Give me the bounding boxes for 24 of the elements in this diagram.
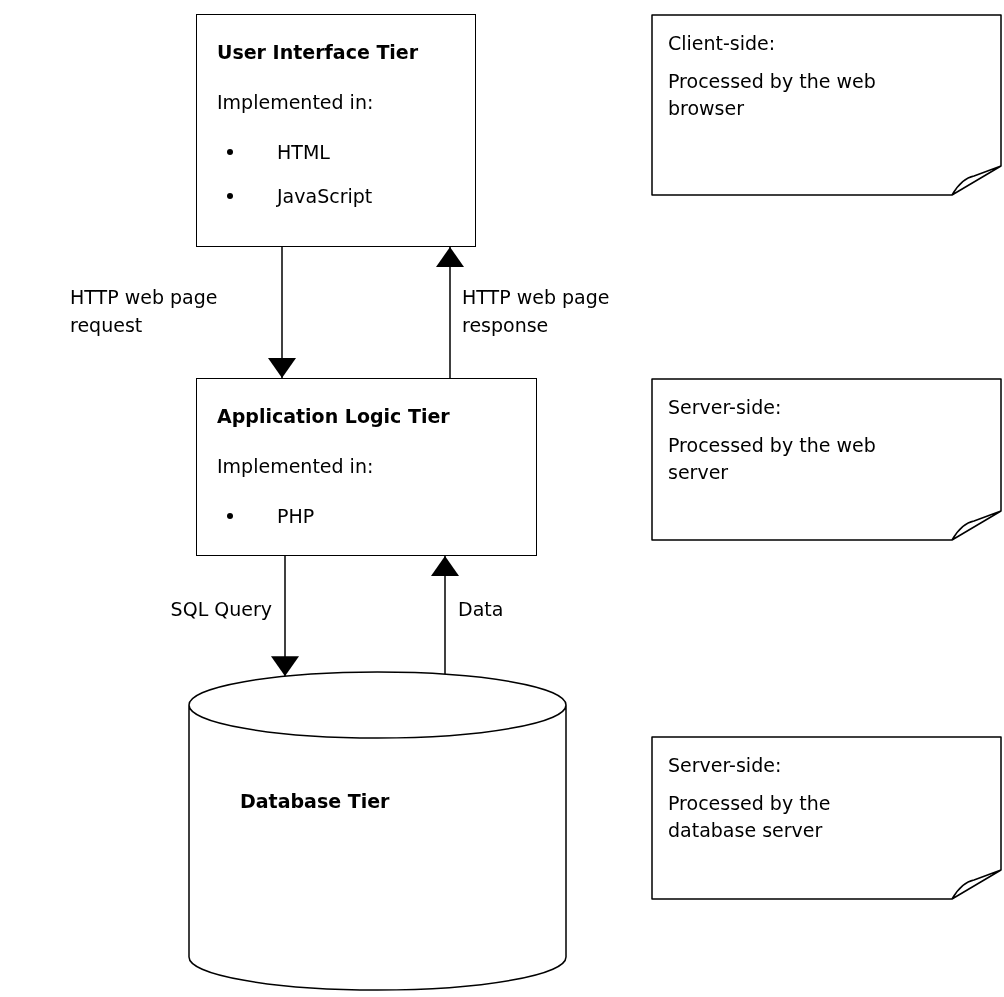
- edge-label: HTTP web page response: [462, 285, 611, 338]
- list-item: PHP: [277, 504, 315, 527]
- tier-text: Implemented in:: [217, 90, 375, 115]
- note-text: Server-side:: [668, 753, 783, 778]
- edge-label: HTTP web page request: [70, 285, 219, 338]
- note-text: Processed by the web server: [668, 432, 877, 486]
- tier-box: [196, 14, 476, 247]
- tier-text: Implemented in:: [217, 454, 375, 479]
- note-text: Client-side:: [668, 31, 777, 56]
- tier-box: [196, 378, 537, 556]
- list-item: HTML: [277, 140, 330, 163]
- arrow: [436, 246, 464, 379]
- note-text: Server-side:: [668, 395, 783, 420]
- note-text: Processed by the web browser: [668, 68, 877, 122]
- arrow: [268, 246, 296, 379]
- arrow: [271, 555, 299, 677]
- note-text: Processed by the database server: [668, 790, 832, 844]
- list-item: JavaScript: [277, 184, 373, 207]
- arrow: [431, 555, 459, 675]
- edge-label: Data: [458, 597, 504, 622]
- tier-title: User Interface Tier: [217, 41, 420, 63]
- tier-title: Database Tier: [240, 790, 391, 812]
- tier-title: Application Logic Tier: [217, 405, 451, 427]
- edge-label: SQL Query: [170, 597, 272, 622]
